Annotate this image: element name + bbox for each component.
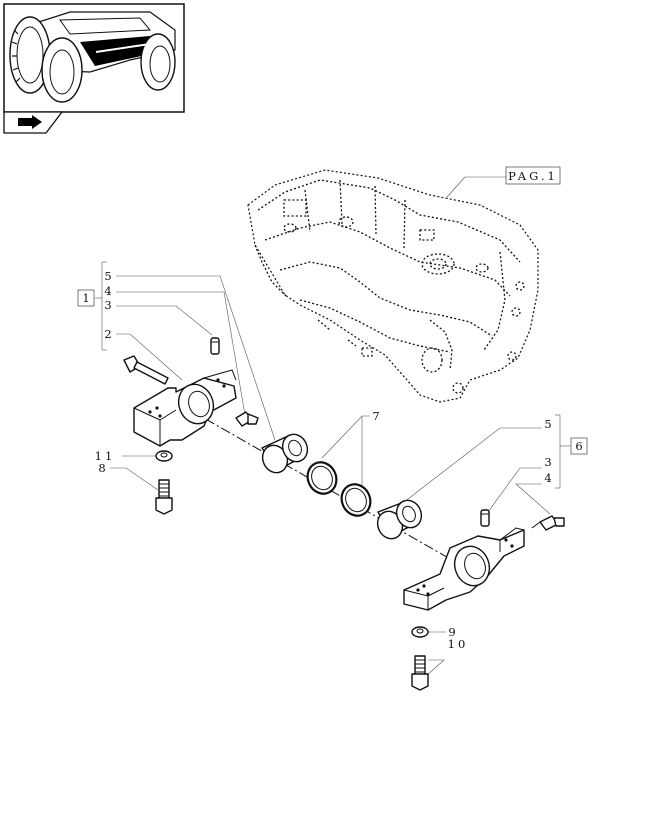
- bushing-5-left[interactable]: [258, 430, 312, 477]
- callout-11[interactable]: 11: [95, 449, 116, 463]
- callout-9[interactable]: 9: [448, 625, 455, 639]
- bolt-2[interactable]: [123, 355, 169, 385]
- callout-3b[interactable]: 3: [544, 455, 551, 469]
- tractor-thumbnail-icon[interactable]: [3, 3, 185, 113]
- callout-1[interactable]: 1: [77, 289, 95, 307]
- washer-11[interactable]: [155, 450, 173, 462]
- callout-3a[interactable]: 3: [104, 298, 111, 312]
- right-bearing-bracket[interactable]: [403, 527, 525, 611]
- bracket-1-group: [95, 261, 107, 351]
- callout-8[interactable]: 8: [98, 461, 105, 475]
- grease-nipple-4-left[interactable]: [235, 411, 259, 427]
- svg-text:1: 1: [82, 291, 89, 305]
- bushing-5-right[interactable]: [373, 496, 426, 543]
- washer-9[interactable]: [411, 626, 429, 638]
- svg-text:6: 6: [575, 439, 582, 453]
- bolt-8[interactable]: [155, 479, 173, 515]
- bolt-10[interactable]: [411, 655, 429, 691]
- next-page-arrow-icon[interactable]: [3, 111, 64, 134]
- bracket-6-group: [555, 414, 570, 489]
- callout-7[interactable]: 7: [372, 409, 379, 423]
- pin-3-left[interactable]: [210, 337, 220, 355]
- left-bearing-bracket[interactable]: [133, 369, 237, 447]
- frame-reference-label[interactable]: PAG.1: [446, 166, 561, 198]
- frame-reference-text: PAG.1: [508, 169, 558, 183]
- o-ring-7-b[interactable]: [337, 480, 376, 521]
- callout-2[interactable]: 2: [104, 327, 111, 341]
- pin-3-right[interactable]: [480, 509, 490, 527]
- callout-6[interactable]: 6: [570, 437, 588, 455]
- o-ring-7-a[interactable]: [303, 458, 342, 499]
- frame-reference-dotted: [247, 169, 539, 403]
- callout-4a[interactable]: 4: [104, 284, 111, 298]
- callout-4b[interactable]: 4: [544, 471, 551, 485]
- callout-5b[interactable]: 5: [544, 417, 551, 431]
- grease-nipple-4-right[interactable]: [531, 515, 565, 531]
- callout-10[interactable]: 10: [448, 637, 469, 651]
- callout-5a[interactable]: 5: [104, 269, 111, 283]
